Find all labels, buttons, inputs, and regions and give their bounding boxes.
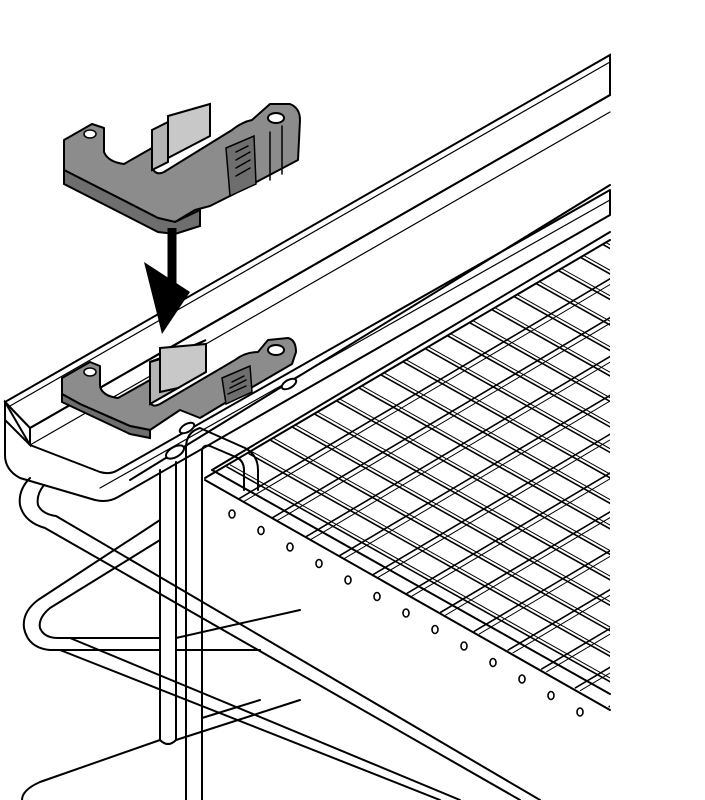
grid-wire-row [507, 361, 610, 651]
grid-wire-row [271, 240, 610, 519]
frame-tubes [18, 427, 541, 800]
grid-wire-col [628, 229, 705, 528]
basket-clip [431, 624, 439, 635]
grid-wire-row [344, 269, 610, 559]
grid-wire-col [605, 241, 610, 542]
grid-wire-row [411, 307, 610, 597]
grid-wire-col [380, 374, 610, 676]
grid-wire-col [270, 439, 610, 741]
grid-wire-col [251, 451, 610, 752]
grid-wire-row [338, 266, 610, 557]
basket-clip [489, 657, 497, 668]
grid-wire-col [428, 346, 610, 647]
grid-wire-col [513, 295, 610, 597]
basket-clip [286, 542, 294, 552]
grid-wire-col [472, 320, 610, 621]
basket-clip [518, 674, 526, 684]
basket-clip [228, 509, 236, 519]
grid-wire-col [340, 399, 610, 700]
basket-clips [228, 509, 584, 717]
grid-wire-col [491, 309, 610, 610]
grid-wire-col [248, 453, 610, 754]
grid-wire-col [450, 333, 610, 634]
grid-wire-col [539, 281, 610, 582]
grid-wire-col [229, 464, 610, 765]
grid-wire-row [681, 459, 705, 747]
grid-wire-col [561, 268, 610, 569]
rail-slot-left [164, 444, 186, 460]
basket-clip [402, 608, 410, 618]
grid-wire-col [318, 412, 610, 713]
grid-wire-row [478, 345, 610, 635]
grid-wire-col [583, 255, 610, 556]
grid-wire-col [358, 387, 610, 689]
grid-wire-row [445, 326, 610, 616]
grid-wire-col [292, 426, 610, 728]
grid-wire-row [406, 304, 610, 595]
grid-wire-row [608, 417, 610, 708]
grid-wire-row [614, 421, 705, 709]
rail-slot-mid [178, 421, 196, 435]
mounted-bracket [61, 337, 297, 440]
rail [3, 53, 611, 502]
grid-wire-row [648, 440, 705, 728]
grid-wire-col [425, 348, 610, 649]
loose-bracket [63, 102, 301, 236]
grid-wire-row [372, 285, 610, 576]
grid-wire-col [647, 218, 705, 517]
grid-wire-col [694, 190, 705, 489]
basket-clip [344, 575, 352, 585]
basket-clip [576, 707, 584, 717]
grid-wire-col [226, 466, 610, 767]
grid-wire-col [601, 243, 610, 545]
grid-wire-col [691, 192, 705, 491]
grid-wire-col [625, 231, 705, 530]
grid-wire-col [672, 203, 705, 502]
basket-clip [373, 591, 381, 602]
insert-direction-arrow-icon [144, 228, 190, 334]
grid-wire-row [512, 364, 610, 654]
grid-wire-row [643, 438, 705, 726]
grid-wire-col [296, 425, 610, 726]
basket-grid [226, 190, 705, 767]
grid-wire-row [473, 342, 610, 632]
grid-wire-col [447, 335, 610, 636]
grid-wire-row [439, 323, 610, 614]
basket-clip [257, 525, 265, 536]
grid-wire-col [517, 294, 610, 595]
grid-wire-col [406, 359, 610, 660]
grid-wire-row [377, 288, 610, 578]
grid-wire-col [274, 438, 610, 739]
grid-wire-col [314, 413, 610, 715]
basket-clip [547, 690, 555, 701]
grid-wire-row [677, 457, 705, 745]
grid-wire-col [669, 205, 705, 504]
basket-clip [315, 558, 323, 569]
grid-wire-col [469, 322, 610, 623]
grid-wire-col [557, 269, 610, 571]
wire-basket [204, 190, 705, 767]
basket-clip [460, 641, 468, 651]
grid-wire-col [403, 361, 610, 662]
grid-wire-col [535, 282, 610, 584]
grid-wire-col [650, 216, 705, 515]
grid-wire-col [362, 385, 610, 686]
grid-wire-col [494, 307, 610, 608]
grid-wire-col [384, 372, 610, 673]
rail-slot-right [280, 377, 298, 391]
grid-wire-col [336, 400, 610, 702]
